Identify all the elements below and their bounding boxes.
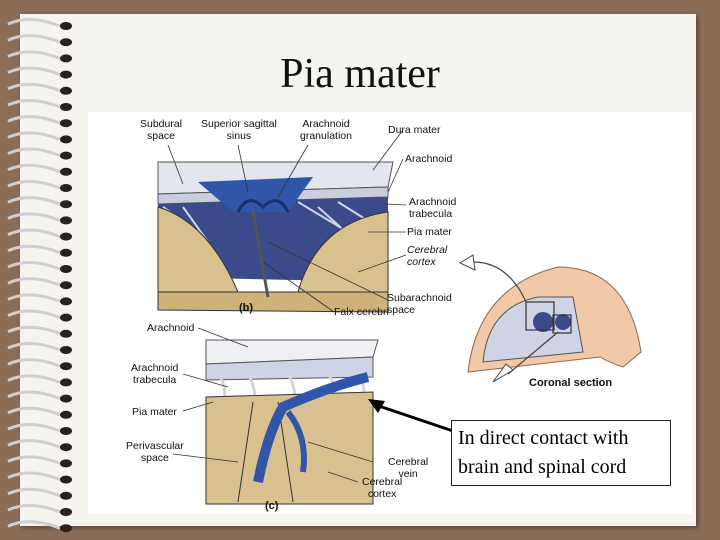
spiral-ring <box>7 34 61 44</box>
spiral-ring <box>7 406 61 417</box>
spiral-hole <box>60 508 72 516</box>
coronal-section-illustration <box>458 254 642 383</box>
meninges-diagram <box>88 112 692 514</box>
spiral-ring <box>7 455 61 465</box>
label-pia-mater-c: Pia mater <box>132 406 177 418</box>
spiral-binding <box>7 18 72 533</box>
spiral-hole <box>60 427 72 435</box>
spiral-ring <box>7 390 61 400</box>
spiral-hole <box>60 459 72 468</box>
panel-c-illustration <box>205 339 379 505</box>
spiral-ring <box>7 520 61 530</box>
spiral-ring <box>7 325 61 336</box>
panel-c-leaders <box>172 327 374 483</box>
spiral-hole <box>60 232 72 241</box>
label-pia-mater-b: Pia mater <box>407 226 452 238</box>
spiral-ring <box>7 504 61 514</box>
spiral-ring <box>7 358 61 368</box>
spiral-hole <box>60 103 72 111</box>
spiral-hole <box>60 135 72 144</box>
spiral-ring <box>7 261 61 271</box>
spiral-hole <box>60 524 72 533</box>
spiral-hole <box>60 265 72 273</box>
spiral-hole <box>60 313 72 322</box>
spiral-hole <box>60 394 72 403</box>
spiral-hole <box>60 443 72 452</box>
panel-b-label: (b) <box>239 302 254 314</box>
spiral-ring <box>7 82 61 93</box>
spiral-ring <box>7 228 61 238</box>
spiral-ring <box>7 115 61 125</box>
spiral-ring <box>7 18 61 28</box>
spiral-ring <box>7 293 61 303</box>
spiral-hole <box>60 329 72 338</box>
spiral-ring <box>7 244 61 255</box>
spiral-hole <box>60 184 72 192</box>
spiral-ring <box>7 180 61 190</box>
spiral-hole <box>60 410 72 419</box>
spiral-hole <box>60 491 72 500</box>
callout-box: In direct contact with brain and spinal … <box>451 420 671 486</box>
label-arachnoid-b: Arachnoid <box>405 153 453 165</box>
spiral-ring <box>7 309 61 319</box>
spiral-hole <box>60 151 72 160</box>
spiral-ring <box>7 487 61 498</box>
spiral-ring <box>7 50 61 60</box>
spiral-hole <box>60 346 72 354</box>
spiral-ring <box>7 277 61 287</box>
spiral-hole <box>60 54 72 63</box>
spiral-hole <box>60 378 72 387</box>
spiral-ring <box>7 439 61 449</box>
spiral-ring <box>7 471 61 481</box>
slide-title: Pia mater <box>280 51 440 97</box>
callout-arrow <box>368 399 457 434</box>
spiral-hole <box>60 22 72 30</box>
spiral-hole <box>60 281 72 290</box>
spiral-hole <box>60 167 72 176</box>
spiral-ring <box>7 99 61 109</box>
spiral-hole <box>60 248 72 257</box>
spiral-hole <box>60 119 72 128</box>
label-arachnoid-c: Arachnoid <box>147 322 195 334</box>
spiral-hole <box>60 70 72 79</box>
spiral-hole <box>60 475 72 484</box>
spiral-hole <box>60 38 72 47</box>
spiral-ring <box>7 342 61 352</box>
panel-b-illustration <box>157 161 394 313</box>
panel-c-label: (c) <box>265 500 279 512</box>
spiral-ring <box>7 212 61 222</box>
spiral-ring <box>7 163 61 174</box>
label-coronal-section: Coronal section <box>529 377 613 389</box>
spiral-hole <box>60 362 72 371</box>
spiral-hole <box>60 216 72 225</box>
spiral-ring <box>7 131 61 141</box>
spiral-ring <box>7 196 61 206</box>
spiral-hole <box>60 297 72 306</box>
spiral-ring <box>7 374 61 384</box>
label-dura-mater: Dura mater <box>388 124 441 136</box>
spiral-hole <box>60 200 72 209</box>
spiral-ring <box>7 147 61 157</box>
spiral-ring <box>7 423 61 433</box>
label-falx-cerebri: Falx cerebri <box>334 306 389 318</box>
spiral-ring <box>7 66 61 76</box>
panel-b-leaders <box>167 129 407 313</box>
spiral-hole <box>60 86 72 95</box>
